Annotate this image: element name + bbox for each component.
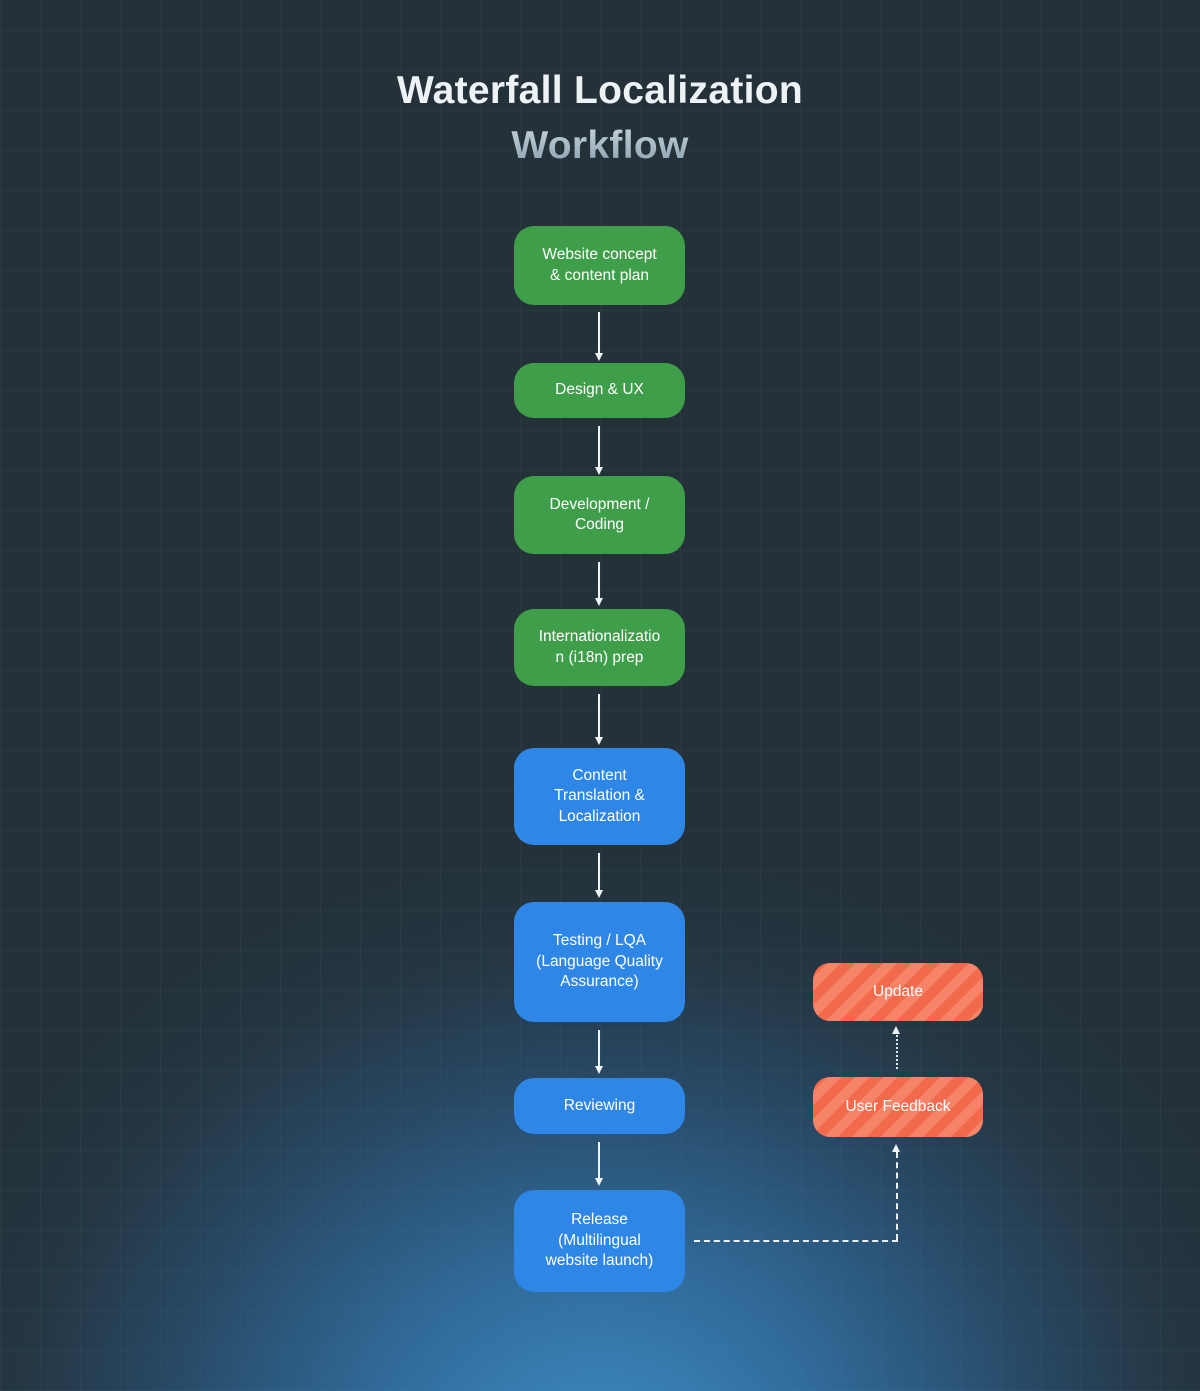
arrow-reviewing-to-release — [594, 1142, 603, 1186]
flow-node-website-concept: Website concept & content plan — [514, 226, 685, 305]
flow-node-update: Update — [813, 963, 983, 1021]
flow-node-label: Development / Coding — [549, 495, 650, 533]
flow-node-reviewing: Reviewing — [514, 1078, 685, 1134]
flow-node-label: Design & UX — [555, 381, 644, 399]
dashed-arrow-release-to-feedback-vertical — [896, 1152, 898, 1240]
flow-node-testing-lqa: Testing / LQA (Language Quality Assuranc… — [514, 902, 685, 1022]
arrow-concept-to-design — [594, 312, 603, 361]
title-line-1: Waterfall Localization — [396, 69, 804, 112]
flow-node-label: Update — [873, 982, 923, 1000]
flow-node-label: Content Translation & Localization — [554, 766, 645, 825]
arrow-i18n-to-translation — [594, 694, 603, 745]
arrowhead-to-user-feedback — [892, 1144, 900, 1152]
flow-node-development-coding: Development / Coding — [514, 476, 685, 554]
flow-node-label: Release (Multilingual website launch) — [545, 1211, 654, 1270]
flow-node-label: Testing / LQA (Language Quality Assuranc… — [536, 932, 663, 991]
page-title: Waterfall Localization Workflow — [0, 64, 1200, 173]
dotted-arrow-feedback-to-update — [896, 1035, 898, 1069]
arrow-translation-to-testing — [594, 853, 603, 898]
arrow-testing-to-reviewing — [594, 1030, 603, 1074]
flow-node-i18n-prep: Internationalization (i18n) prep — [514, 609, 685, 686]
flow-node-user-feedback: User Feedback — [813, 1077, 983, 1137]
arrow-design-to-development — [594, 426, 603, 475]
flow-node-content-translation: Content Translation & Localization — [514, 748, 685, 845]
arrow-development-to-i18n — [594, 562, 603, 606]
arrowhead-to-update — [892, 1026, 900, 1034]
flow-node-label: Internationalization (i18n) prep — [538, 628, 661, 666]
flow-node-design-ux: Design & UX — [514, 363, 685, 418]
flow-node-label: User Feedback — [845, 1097, 951, 1115]
flow-node-release: Release (Multilingual website launch) — [514, 1190, 685, 1292]
title-line-2: Workflow — [511, 123, 689, 167]
flow-node-label: Reviewing — [563, 1096, 636, 1114]
flow-node-label: Website concept & content plan — [542, 246, 657, 284]
dashed-arrow-release-to-feedback-horizontal — [694, 1240, 898, 1242]
